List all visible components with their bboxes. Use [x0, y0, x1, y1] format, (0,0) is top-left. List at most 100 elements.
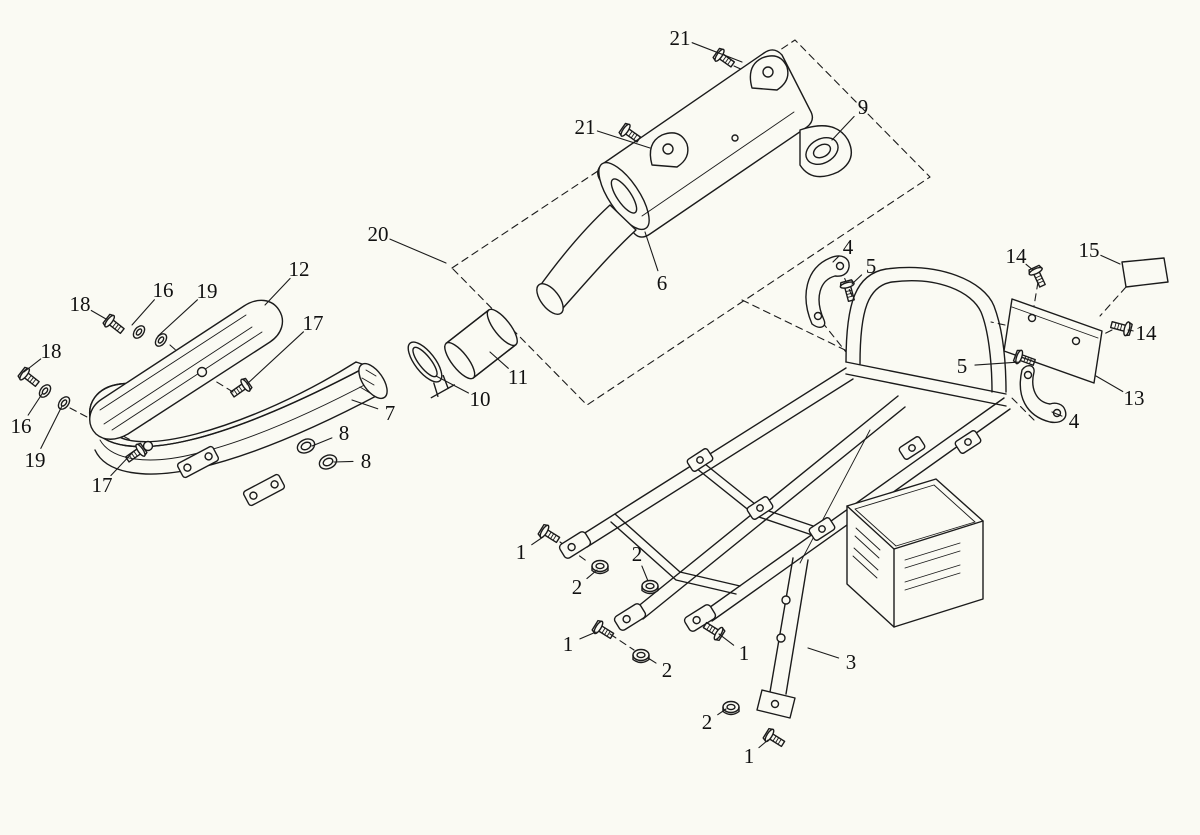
callout-label-14-23: 14 [1136, 321, 1158, 345]
callout-label-5-25: 5 [957, 354, 968, 378]
callout-leader-2-28 [641, 565, 649, 582]
exhaust-gaskets [296, 438, 338, 470]
callout-label-17-9: 17 [303, 311, 324, 335]
callout-leader-7-14 [351, 399, 379, 410]
callout-leader-1-32 [718, 633, 735, 646]
callout-label-4-19: 4 [843, 235, 854, 259]
side-plate [1003, 298, 1103, 384]
callout-leader-2-34 [717, 708, 727, 716]
bolt-1-d [761, 726, 788, 751]
muffler-inlet-pipe [536, 204, 637, 315]
muffler [597, 49, 814, 238]
callout-label-8-15: 8 [339, 421, 350, 445]
callout-label-2-31: 2 [662, 658, 673, 682]
callout-leader-16-6 [131, 299, 155, 326]
callout-leader-6-3 [644, 231, 659, 272]
mount-bracket-top [805, 255, 850, 328]
callout-leader-18-8 [90, 309, 107, 320]
callout-leader-5-25 [974, 361, 1021, 366]
washer-19-b [55, 394, 73, 412]
callout-label-19-7: 19 [197, 279, 218, 303]
exhaust-sleeve [444, 308, 518, 380]
callout-label-2-28: 2 [632, 542, 643, 566]
callout-label-8-16: 8 [361, 449, 372, 473]
callout-leader-2-31 [647, 657, 657, 664]
callout-label-1-27: 1 [516, 540, 527, 564]
callout-leader-1-35 [758, 739, 769, 749]
bolt-17-a [227, 376, 254, 401]
callout-label-21-1: 21 [575, 115, 596, 139]
callout-leader-12-5 [264, 277, 291, 306]
callout-leader-1-30 [579, 631, 597, 640]
callout-label-1-35: 1 [744, 744, 755, 768]
callout-leader-21-0 [691, 42, 743, 63]
callout-leader-17-13 [110, 450, 135, 477]
muffler-outlet [799, 125, 852, 178]
nut-2-a [641, 579, 659, 595]
callout-leader-1-27 [531, 536, 544, 546]
callout-leader-17-9 [246, 331, 305, 385]
callout-leader-15-22 [1100, 254, 1121, 265]
callout-label-1-30: 1 [563, 632, 574, 656]
callout-leader-2-29 [586, 569, 598, 580]
callout-leader-18-10 [23, 358, 42, 373]
mount-bracket-bottom [1019, 365, 1067, 424]
callout-label-11-18: 11 [508, 365, 528, 389]
callout-label-18-8: 18 [70, 292, 91, 316]
nut-2-d [722, 700, 740, 716]
callout-label-9-2: 9 [858, 95, 869, 119]
callout-label-10-17: 10 [470, 387, 491, 411]
bolt-14-b [1108, 317, 1134, 338]
callout-label-19-12: 19 [25, 448, 46, 472]
bolt-1-b [590, 618, 617, 643]
callout-leader-13-24 [1095, 375, 1124, 393]
callout-leader-9-2 [831, 115, 855, 141]
callout-label-2-34: 2 [702, 710, 713, 734]
heat-shield [89, 299, 284, 452]
callout-label-18-10: 18 [41, 339, 62, 363]
basket [846, 478, 984, 628]
spacer-plate [1121, 257, 1169, 288]
callout-leader-8-16 [333, 460, 354, 463]
bolt-18-a [101, 312, 128, 338]
callout-leader-19-7 [157, 299, 198, 337]
callout-label-12-5: 12 [289, 257, 310, 281]
callout-leader-11-18 [489, 351, 509, 369]
callout-leader-8-15 [311, 437, 333, 447]
callout-leader-19-12 [40, 405, 63, 449]
callout-label-20-4: 20 [368, 222, 389, 246]
callout-label-16-11: 16 [11, 414, 32, 438]
washer-19-a [152, 331, 170, 349]
callout-label-17-13: 17 [92, 473, 113, 497]
washer-16-b [36, 382, 54, 400]
callout-label-21-0: 21 [670, 26, 691, 50]
callout-label-5-20: 5 [866, 254, 877, 278]
callout-label-16-6: 16 [153, 278, 174, 302]
bolt-1-a [536, 522, 563, 547]
callout-leader-3-33 [807, 647, 840, 659]
callout-leader-14-21 [1025, 263, 1034, 271]
washer-16-a [130, 323, 148, 341]
callout-label-3-33: 3 [846, 650, 857, 674]
callout-leader-5-20 [851, 274, 863, 285]
support-strut [756, 557, 809, 719]
bolt-5-a [838, 278, 859, 304]
callout-leader-20-4 [389, 238, 447, 264]
callout-label-1-32: 1 [739, 641, 750, 665]
callout-leader-14-23 [1127, 329, 1134, 332]
callout-label-6-3: 6 [657, 271, 668, 295]
callout-label-4-26: 4 [1069, 409, 1080, 433]
rear-frame-rack [558, 266, 1011, 632]
callout-leader-16-11 [27, 393, 43, 416]
callout-leader-4-19 [832, 255, 840, 263]
bolt-18-b [16, 365, 43, 391]
callout-label-13-24: 13 [1124, 386, 1145, 410]
callout-label-14-21: 14 [1006, 244, 1028, 268]
callout-leader-4-26 [1051, 411, 1063, 417]
callout-label-7-14: 7 [385, 401, 396, 425]
nut-2-c [632, 648, 650, 664]
callout-label-15-22: 15 [1079, 238, 1100, 262]
